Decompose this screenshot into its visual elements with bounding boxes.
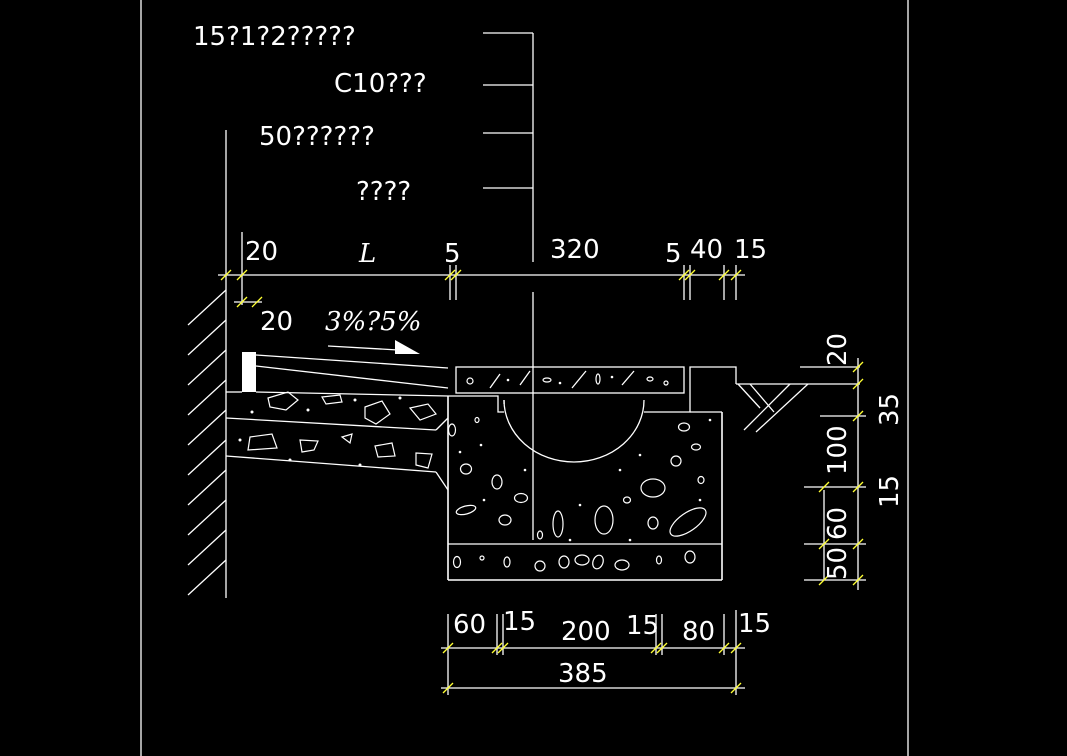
slope-label: 3%?5%	[325, 307, 421, 337]
dim-bottom-15b: 15	[626, 611, 659, 641]
dim-bottom-80: 80	[682, 617, 715, 647]
pavement-layers	[225, 352, 449, 491]
slope-arrow-shaft	[327, 345, 399, 351]
callout-label-2: C10???	[334, 69, 427, 99]
callout-label-1: 15?1?2?????	[193, 22, 356, 52]
dim-slope-20: 20	[260, 307, 293, 337]
dim-top-15: 15	[734, 235, 767, 265]
dim-right-50: 50	[823, 547, 853, 580]
dim-top-5b: 5	[665, 239, 682, 269]
right-dimension-lines	[804, 358, 866, 590]
dim-top-20: 20	[245, 237, 278, 267]
bottom-dimension-ticks	[442, 642, 742, 694]
dim-top-320: 320	[550, 235, 600, 265]
dim-right-20: 20	[823, 333, 853, 366]
dim-top-40: 40	[690, 235, 723, 265]
bottom-dimension-lines	[441, 610, 745, 695]
dim-bottom-200: 200	[561, 617, 611, 647]
callout-label-3: 50??????	[259, 122, 375, 152]
dim-right-35: 35	[875, 393, 905, 426]
dim-bottom-15c: 15	[738, 609, 771, 639]
callout-label-4: ????	[356, 177, 411, 207]
building-wall	[187, 130, 227, 598]
dim-top-5a: 5	[444, 239, 461, 269]
dim-right-100: 100	[823, 425, 853, 475]
dim-bottom-15a: 15	[503, 607, 536, 637]
callout-leaders	[483, 32, 534, 540]
slope-arrow-head	[395, 340, 420, 354]
right-edge	[689, 366, 860, 433]
drain-channel	[447, 395, 723, 581]
dim-right-60: 60	[823, 507, 853, 540]
top-dimension-ticks	[220, 269, 742, 308]
dim-bottom-60: 60	[453, 610, 486, 640]
top-dimension-line	[218, 232, 745, 305]
dim-top-L: L	[358, 239, 376, 269]
dim-right-15: 15	[875, 475, 905, 508]
right-dimension-ticks	[818, 361, 864, 586]
drain-cover	[455, 366, 685, 394]
dim-bottom-385: 385	[558, 659, 608, 689]
